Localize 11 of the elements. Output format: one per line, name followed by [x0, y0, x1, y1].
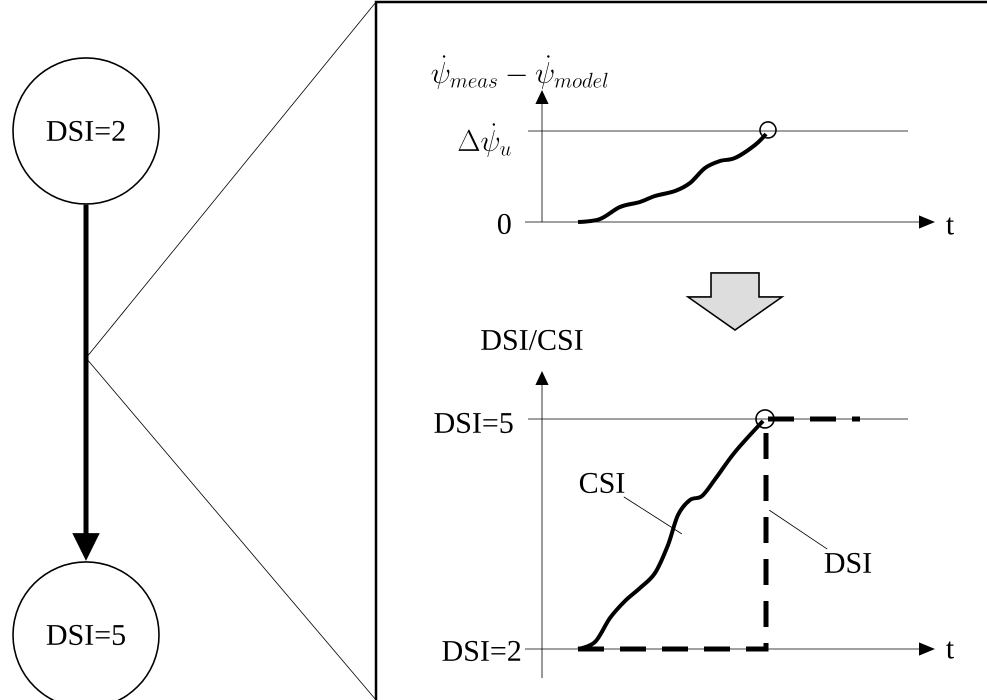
leader-line — [768, 510, 828, 550]
axis-tick-label: DSI=5 — [434, 412, 513, 434]
axis-label: t — [946, 217, 954, 235]
curve-label: DSI — [824, 552, 872, 574]
axis-tick-label: 0 — [498, 214, 511, 234]
axis-tick-label: $\Delta\dot{\psi}_u$ — [458, 123, 511, 157]
axis-tick-label: DSI=2 — [442, 640, 520, 662]
axis-label: $\dot{\psi}_{meas}-\dot{\psi}_{model}$ — [432, 55, 608, 89]
leader-line — [623, 496, 682, 534]
axis-label: t — [946, 641, 954, 659]
axis-label: DSI/CSI — [481, 330, 583, 350]
